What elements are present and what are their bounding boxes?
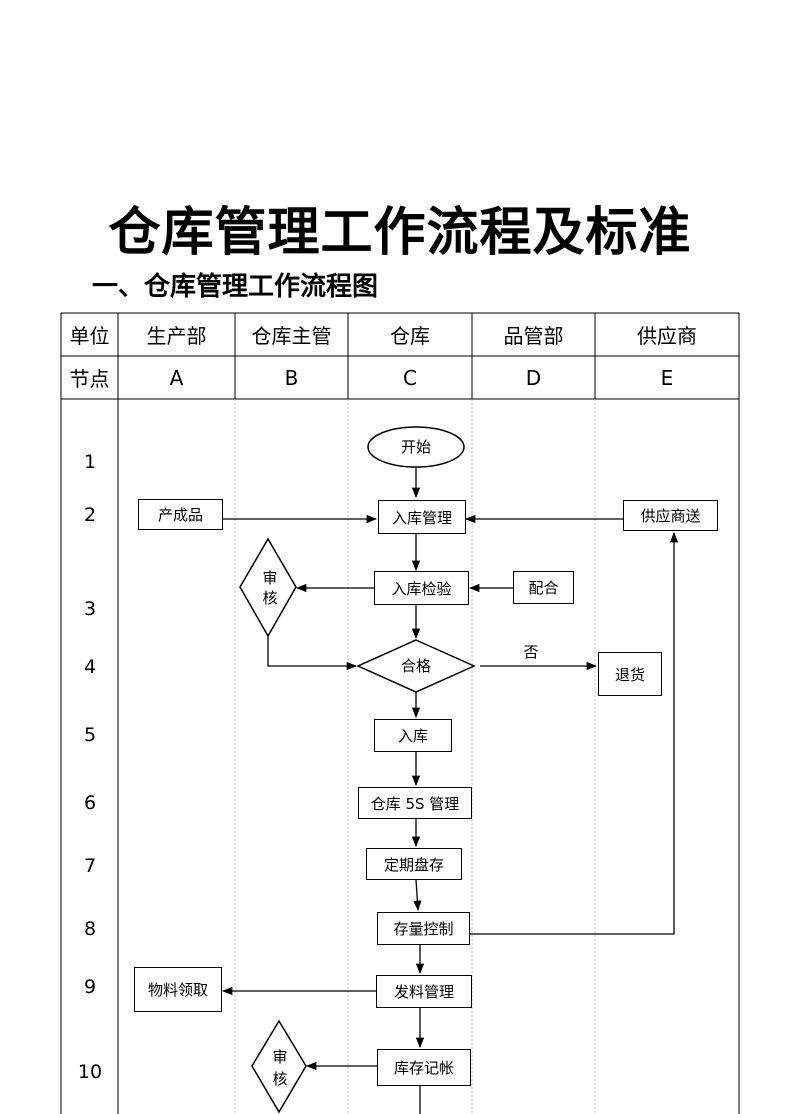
header-unit-production: 生产部 <box>146 324 207 348</box>
row-number: 9 <box>83 976 97 998</box>
issue-management-box: 发料管理 <box>376 975 472 1008</box>
row-number: 7 <box>83 855 97 877</box>
inbound-management-box: 入库管理 <box>378 500 466 534</box>
header-unit-label: 单位 <box>69 324 110 348</box>
header-node-c: C <box>403 365 417 390</box>
header-unit-quality: 品管部 <box>503 324 564 348</box>
warehousing-box: 入库 <box>374 719 452 752</box>
return-goods-box: 退货 <box>598 652 662 696</box>
header-node-label: 节点 <box>69 367 110 391</box>
section-subtitle: 一、仓库管理工作流程图 <box>92 272 379 302</box>
stock-control-box: 存量控制 <box>377 912 470 945</box>
row-number: 2 <box>83 504 97 526</box>
supplier-delivery-box: 供应商送 <box>623 500 718 531</box>
qualified-label: 合格 <box>401 657 431 675</box>
periodic-inventory-box: 定期盘存 <box>366 848 462 880</box>
header-unit-warehouse-supervisor: 仓库主管 <box>251 324 332 348</box>
inbound-inspection-box: 入库检验 <box>374 571 469 605</box>
cooperate-box: 配合 <box>513 571 574 604</box>
review-diamond-1-label-top: 审 <box>262 569 277 587</box>
row-number: 6 <box>83 792 97 814</box>
header-node-e: E <box>660 365 674 390</box>
stock-ledger-box: 库存记帐 <box>377 1049 471 1086</box>
arrow-review-to-qualified <box>267 636 358 671</box>
header-node-a: A <box>169 365 184 390</box>
header-unit-warehouse: 仓库 <box>390 324 430 348</box>
row-number: 1 <box>83 451 97 473</box>
material-requisition-box: 物料领取 <box>134 967 222 1012</box>
start-label: 开始 <box>401 438 431 456</box>
arrow-inventory-to-stock-control <box>413 879 422 912</box>
finished-product-box: 产成品 <box>138 499 223 530</box>
header-node-b: B <box>284 365 299 390</box>
arrow-stock-control-to-supplier <box>470 531 679 935</box>
row-number: 4 <box>83 656 97 678</box>
header-node-d: D <box>525 365 542 390</box>
header-unit-supplier: 供应商 <box>637 324 697 348</box>
no-label: 否 <box>523 643 538 661</box>
review-diamond-2-label-top: 审 <box>272 1048 287 1066</box>
row-number: 8 <box>83 918 97 940</box>
review-diamond-2 <box>251 1019 307 1114</box>
row-number: 3 <box>83 598 97 620</box>
review-diamond-1 <box>239 537 297 638</box>
page-title: 仓库管理工作流程及标准 <box>108 203 692 263</box>
row-number: 10 <box>77 1061 103 1083</box>
row-number: 5 <box>83 724 97 746</box>
review-diamond-2-label-bottom: 核 <box>272 1070 287 1088</box>
warehouse-5s-box: 仓库 5S 管理 <box>358 787 472 819</box>
review-diamond-1-label-bottom: 核 <box>262 589 277 607</box>
